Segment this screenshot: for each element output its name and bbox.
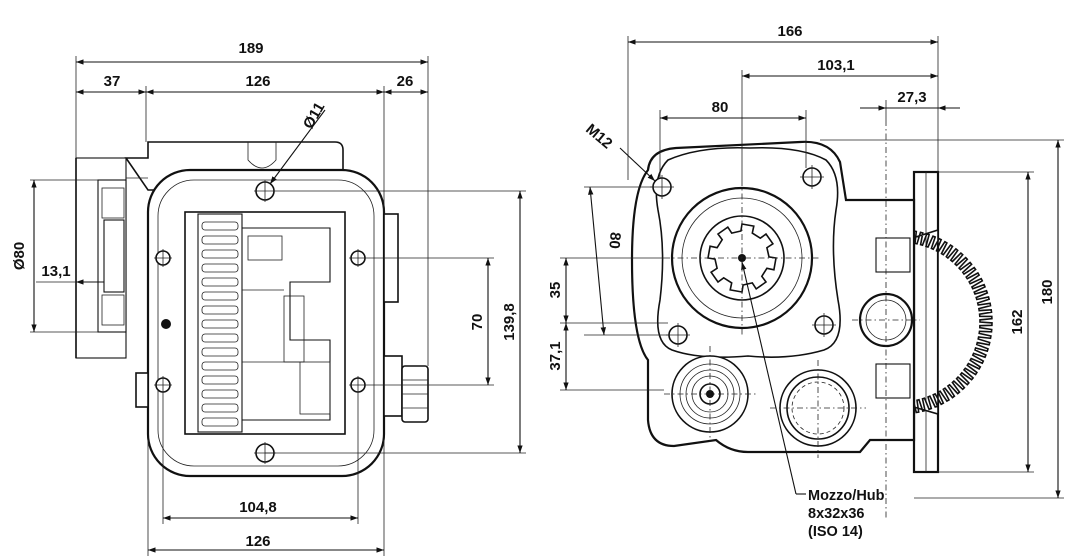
dim-overall-height: 180: [1039, 279, 1056, 304]
hub-note-line3: (ISO 14): [808, 524, 863, 540]
dim-body-height: 139,8: [501, 303, 518, 341]
dim-flange-offset: 27,3: [897, 89, 926, 106]
hub-note-line2: 8x32x36: [808, 506, 864, 522]
dim-hole-spacing: 80: [712, 99, 729, 116]
dim-bottom-width: 126: [245, 533, 270, 550]
dim-hole-vertical: 80: [605, 231, 623, 249]
hub-note-line1: Mozzo/Hub: [808, 488, 885, 504]
dim-overall-width: 189: [238, 40, 263, 57]
thread-label: M12: [582, 121, 615, 153]
dim-body-width: 126: [245, 73, 270, 90]
right-view: 166 103,1 80 27,3 M12 80 35 37,1 162 180…: [547, 23, 1064, 540]
left-view: 189 37 126 26 Ø11 Ø80 13,1 70 139,8 104,…: [11, 40, 526, 556]
dim-hub-to-flange: 103,1: [817, 57, 855, 74]
dim-overall-width-right: 166: [777, 23, 802, 40]
dim-hole-spacing-v: 70: [469, 314, 486, 331]
dim-hub-to-hole: 35: [547, 282, 564, 299]
left-flange-section: [75, 157, 127, 359]
lower-port: [779, 369, 857, 447]
inner-gear-assembly: [184, 211, 346, 435]
dim-gear-height: 162: [1009, 309, 1026, 334]
dim-shaft-offset: 13,1: [41, 263, 70, 280]
dim-bolt-hole-dia: Ø11: [300, 100, 328, 132]
dim-hole-spacing-h: 104,8: [239, 499, 277, 516]
dim-left-offset: 37: [104, 73, 121, 90]
dim-lower-offset: 37,1: [547, 341, 564, 370]
dim-right-offset: 26: [397, 73, 414, 90]
dim-flange-dia: Ø80: [11, 242, 28, 270]
side-gear: [895, 228, 993, 416]
